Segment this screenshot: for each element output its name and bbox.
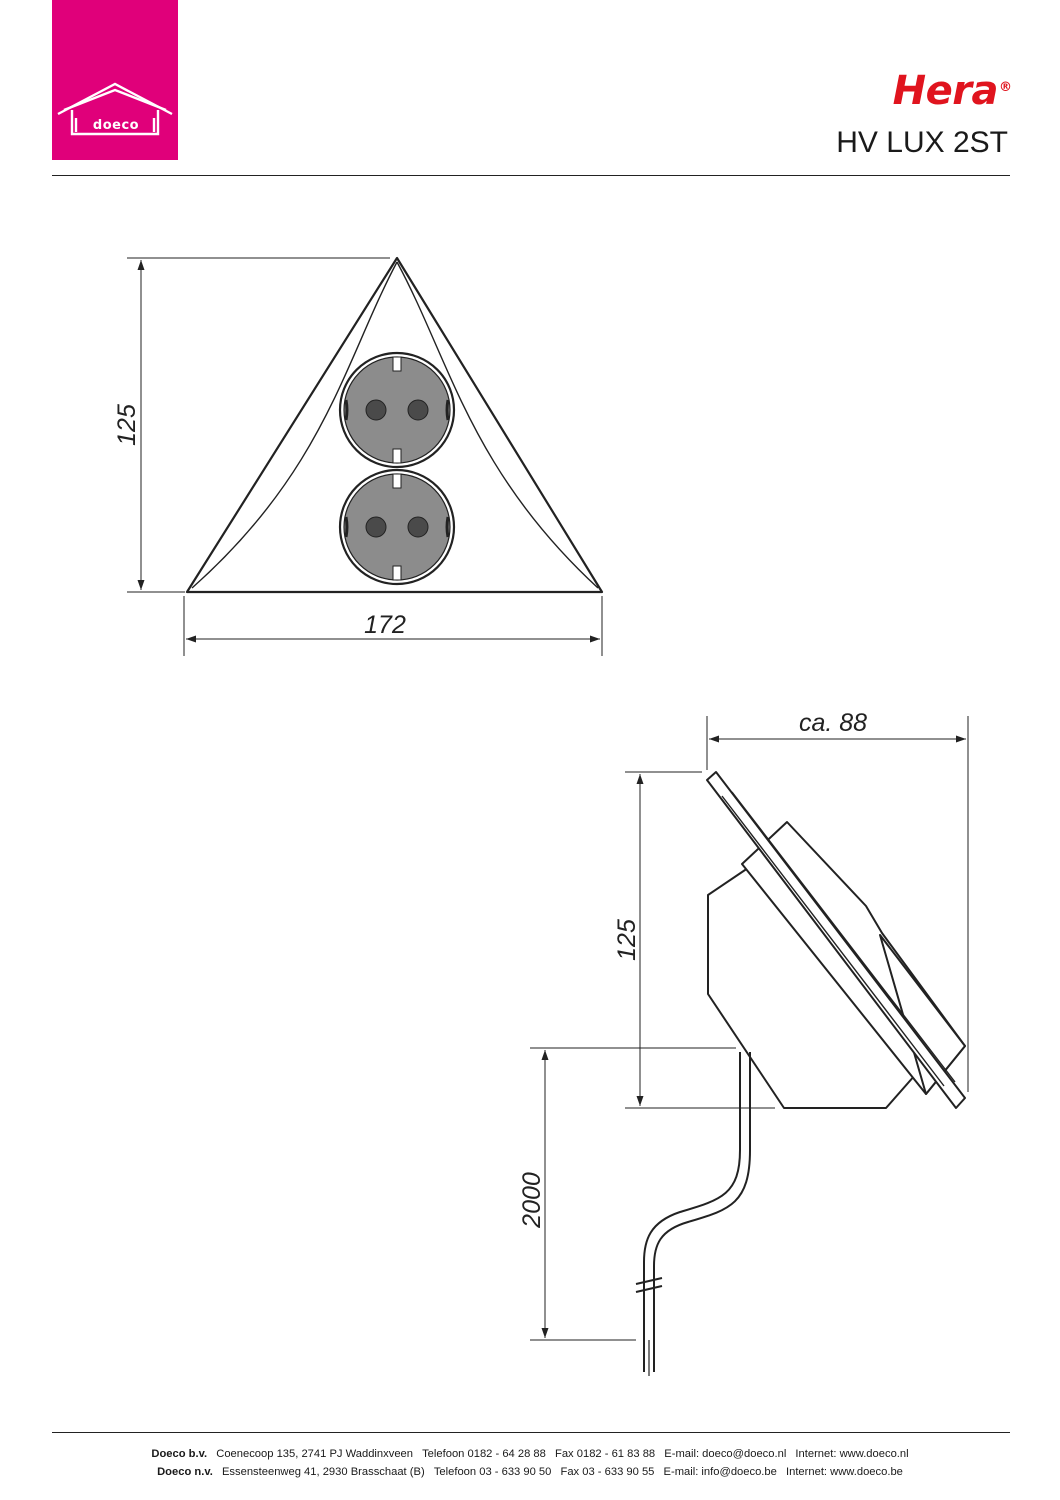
header-rule	[52, 175, 1010, 176]
footer-company-nl: Doeco b.v.	[151, 1448, 208, 1460]
hera-brand: Hera	[892, 68, 999, 114]
cable	[635, 1052, 751, 1376]
footer-fax-be: Fax 03 - 633 90 55	[560, 1466, 655, 1478]
side-depth-dimension: ca. 88	[706, 709, 969, 1092]
footer-line-nl: Doeco b.v. Coenecoop 135, 2741 PJ Waddin…	[0, 1448, 1060, 1460]
cover-plate	[706, 771, 966, 1109]
footer-rule	[52, 1432, 1010, 1433]
socket-bottom	[338, 468, 456, 586]
footer-email-nl: E-mail: doeco@doeco.nl	[664, 1448, 787, 1460]
footer-address-nl: Coenecoop 135, 2741 PJ Waddinxveen	[216, 1448, 413, 1460]
cable-length-dimension: 2000	[518, 1047, 736, 1341]
product-code: HV LUX 2ST	[836, 126, 1008, 159]
footer-web-be: Internet: www.doeco.be	[785, 1466, 903, 1478]
side-height-dimension: 125	[613, 771, 775, 1109]
footer-email-be: E-mail: info@doeco.be	[663, 1466, 777, 1478]
footer-phone-nl: Telefoon 0182 - 64 28 88	[422, 1448, 546, 1460]
side-height-label: 125	[613, 919, 641, 961]
footer-address-be: Essensteenweg 41, 2930 Brasschaat (B)	[221, 1466, 425, 1478]
front-width-dimension: 172	[183, 596, 603, 656]
front-width-label: 172	[364, 611, 406, 639]
doeco-logo: doeco	[52, 0, 178, 160]
side-view: ca. 88 125 2000	[518, 709, 969, 1376]
socket-top	[338, 351, 456, 469]
bevel-line-right	[396, 261, 599, 589]
registered-mark: ®	[999, 80, 1012, 95]
footer-line-be: Doeco n.v. Essensteenweg 41, 2930 Brassc…	[0, 1466, 1060, 1478]
footer-web-nl: Internet: www.doeco.nl	[795, 1448, 909, 1460]
front-height-dimension: 125	[113, 257, 390, 593]
house-logo-icon	[57, 82, 173, 136]
triangle-housing	[185, 256, 604, 594]
cable-length-label: 2000	[518, 1172, 546, 1229]
front-view: 125 172	[113, 256, 604, 656]
footer-fax-nl: Fax 0182 - 61 83 88	[555, 1448, 656, 1460]
front-height-label: 125	[113, 404, 141, 446]
side-depth-label: ca. 88	[799, 709, 867, 737]
footer-company-be: Doeco n.v.	[157, 1466, 213, 1478]
bevel-line-left	[191, 261, 398, 589]
logo-text: doeco	[92, 118, 140, 133]
footer-phone-be: Telefoon 03 - 633 90 50	[433, 1466, 552, 1478]
